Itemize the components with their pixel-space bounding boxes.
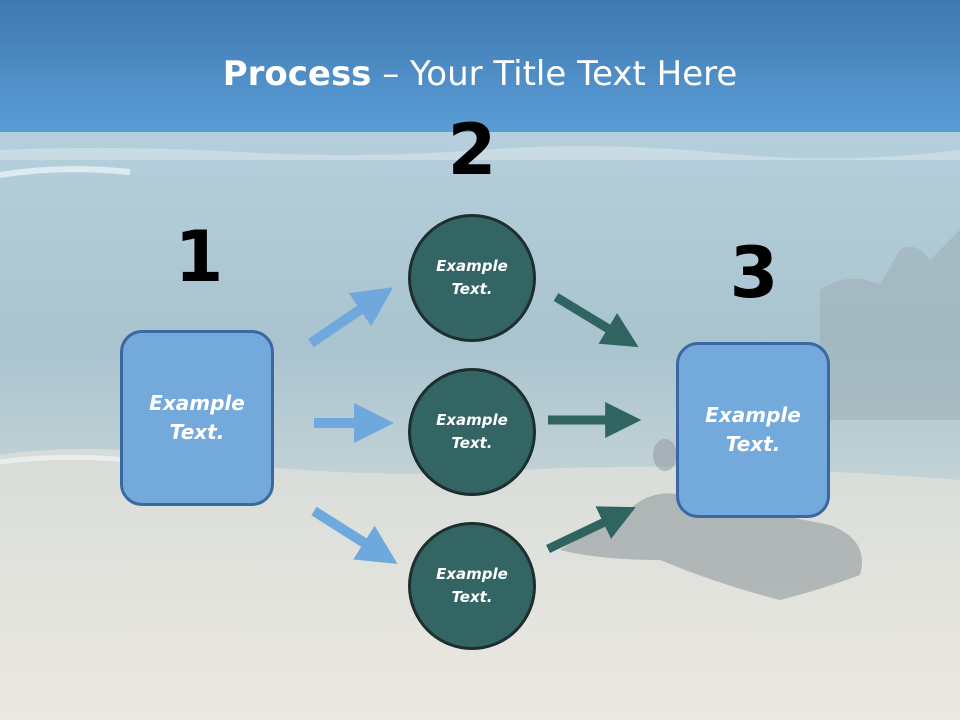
step-number-3: 3 [729, 232, 779, 314]
arrow-top-to-3 [553, 293, 639, 348]
step-1-text-line-2: Text. [169, 420, 225, 444]
title-rest: – Your Title Text Here [371, 54, 738, 94]
step-1-text-line-1: Example [149, 391, 245, 415]
circle-middle-text-line-2: Text. [451, 434, 493, 452]
step-number-1: 1 [174, 216, 224, 298]
circle-bottom-text-line-2: Text. [451, 588, 493, 606]
circle-bottom-text-line-1: Example [436, 565, 508, 583]
arrow-1-to-top [308, 287, 394, 348]
step-number-2: 2 [447, 109, 497, 191]
title-bold: Process [222, 54, 372, 94]
arrow-bottom-to-3 [546, 506, 636, 554]
slide-title: Process – Your Title Text Here [0, 52, 960, 96]
circle-top-text-line-1: Example [436, 257, 508, 275]
step-3-text-line-1: Example [705, 403, 801, 427]
step-3-text-line-2: Text. [725, 432, 781, 456]
circle-middle-text-line-1: Example [436, 411, 508, 429]
circle-top-text-line-2: Text. [451, 280, 493, 298]
arrow-1-to-bottom [311, 506, 398, 564]
